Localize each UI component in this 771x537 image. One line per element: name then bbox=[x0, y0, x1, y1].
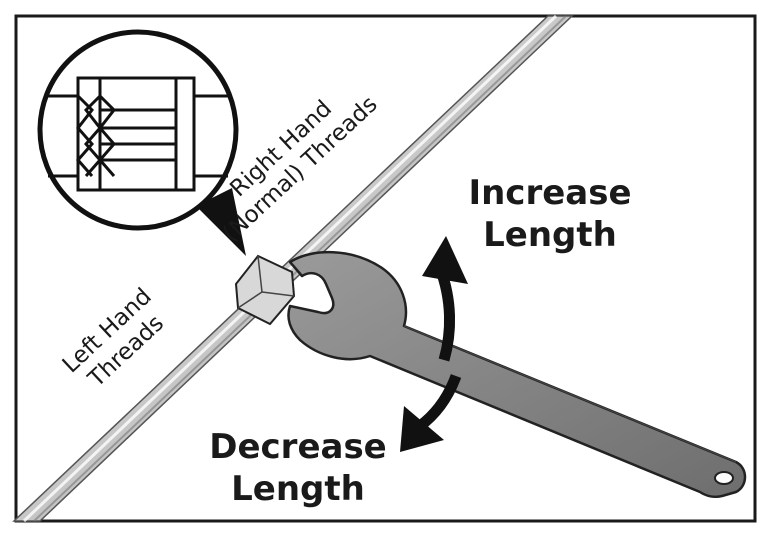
curved-arrow-down-icon bbox=[400, 374, 462, 452]
increase-line2: Length bbox=[483, 215, 617, 255]
increase-line1: Increase bbox=[468, 173, 631, 213]
decrease-length-label: Decrease Length bbox=[209, 427, 387, 509]
thread-detail-icon bbox=[37, 29, 246, 256]
curved-arrow-up-icon bbox=[422, 236, 468, 362]
decrease-line1: Decrease bbox=[209, 427, 387, 467]
wrench-icon bbox=[287, 250, 747, 499]
decrease-line2: Length bbox=[231, 469, 365, 509]
hex-nut-icon bbox=[234, 254, 296, 326]
increase-length-label: Increase Length bbox=[468, 173, 631, 255]
